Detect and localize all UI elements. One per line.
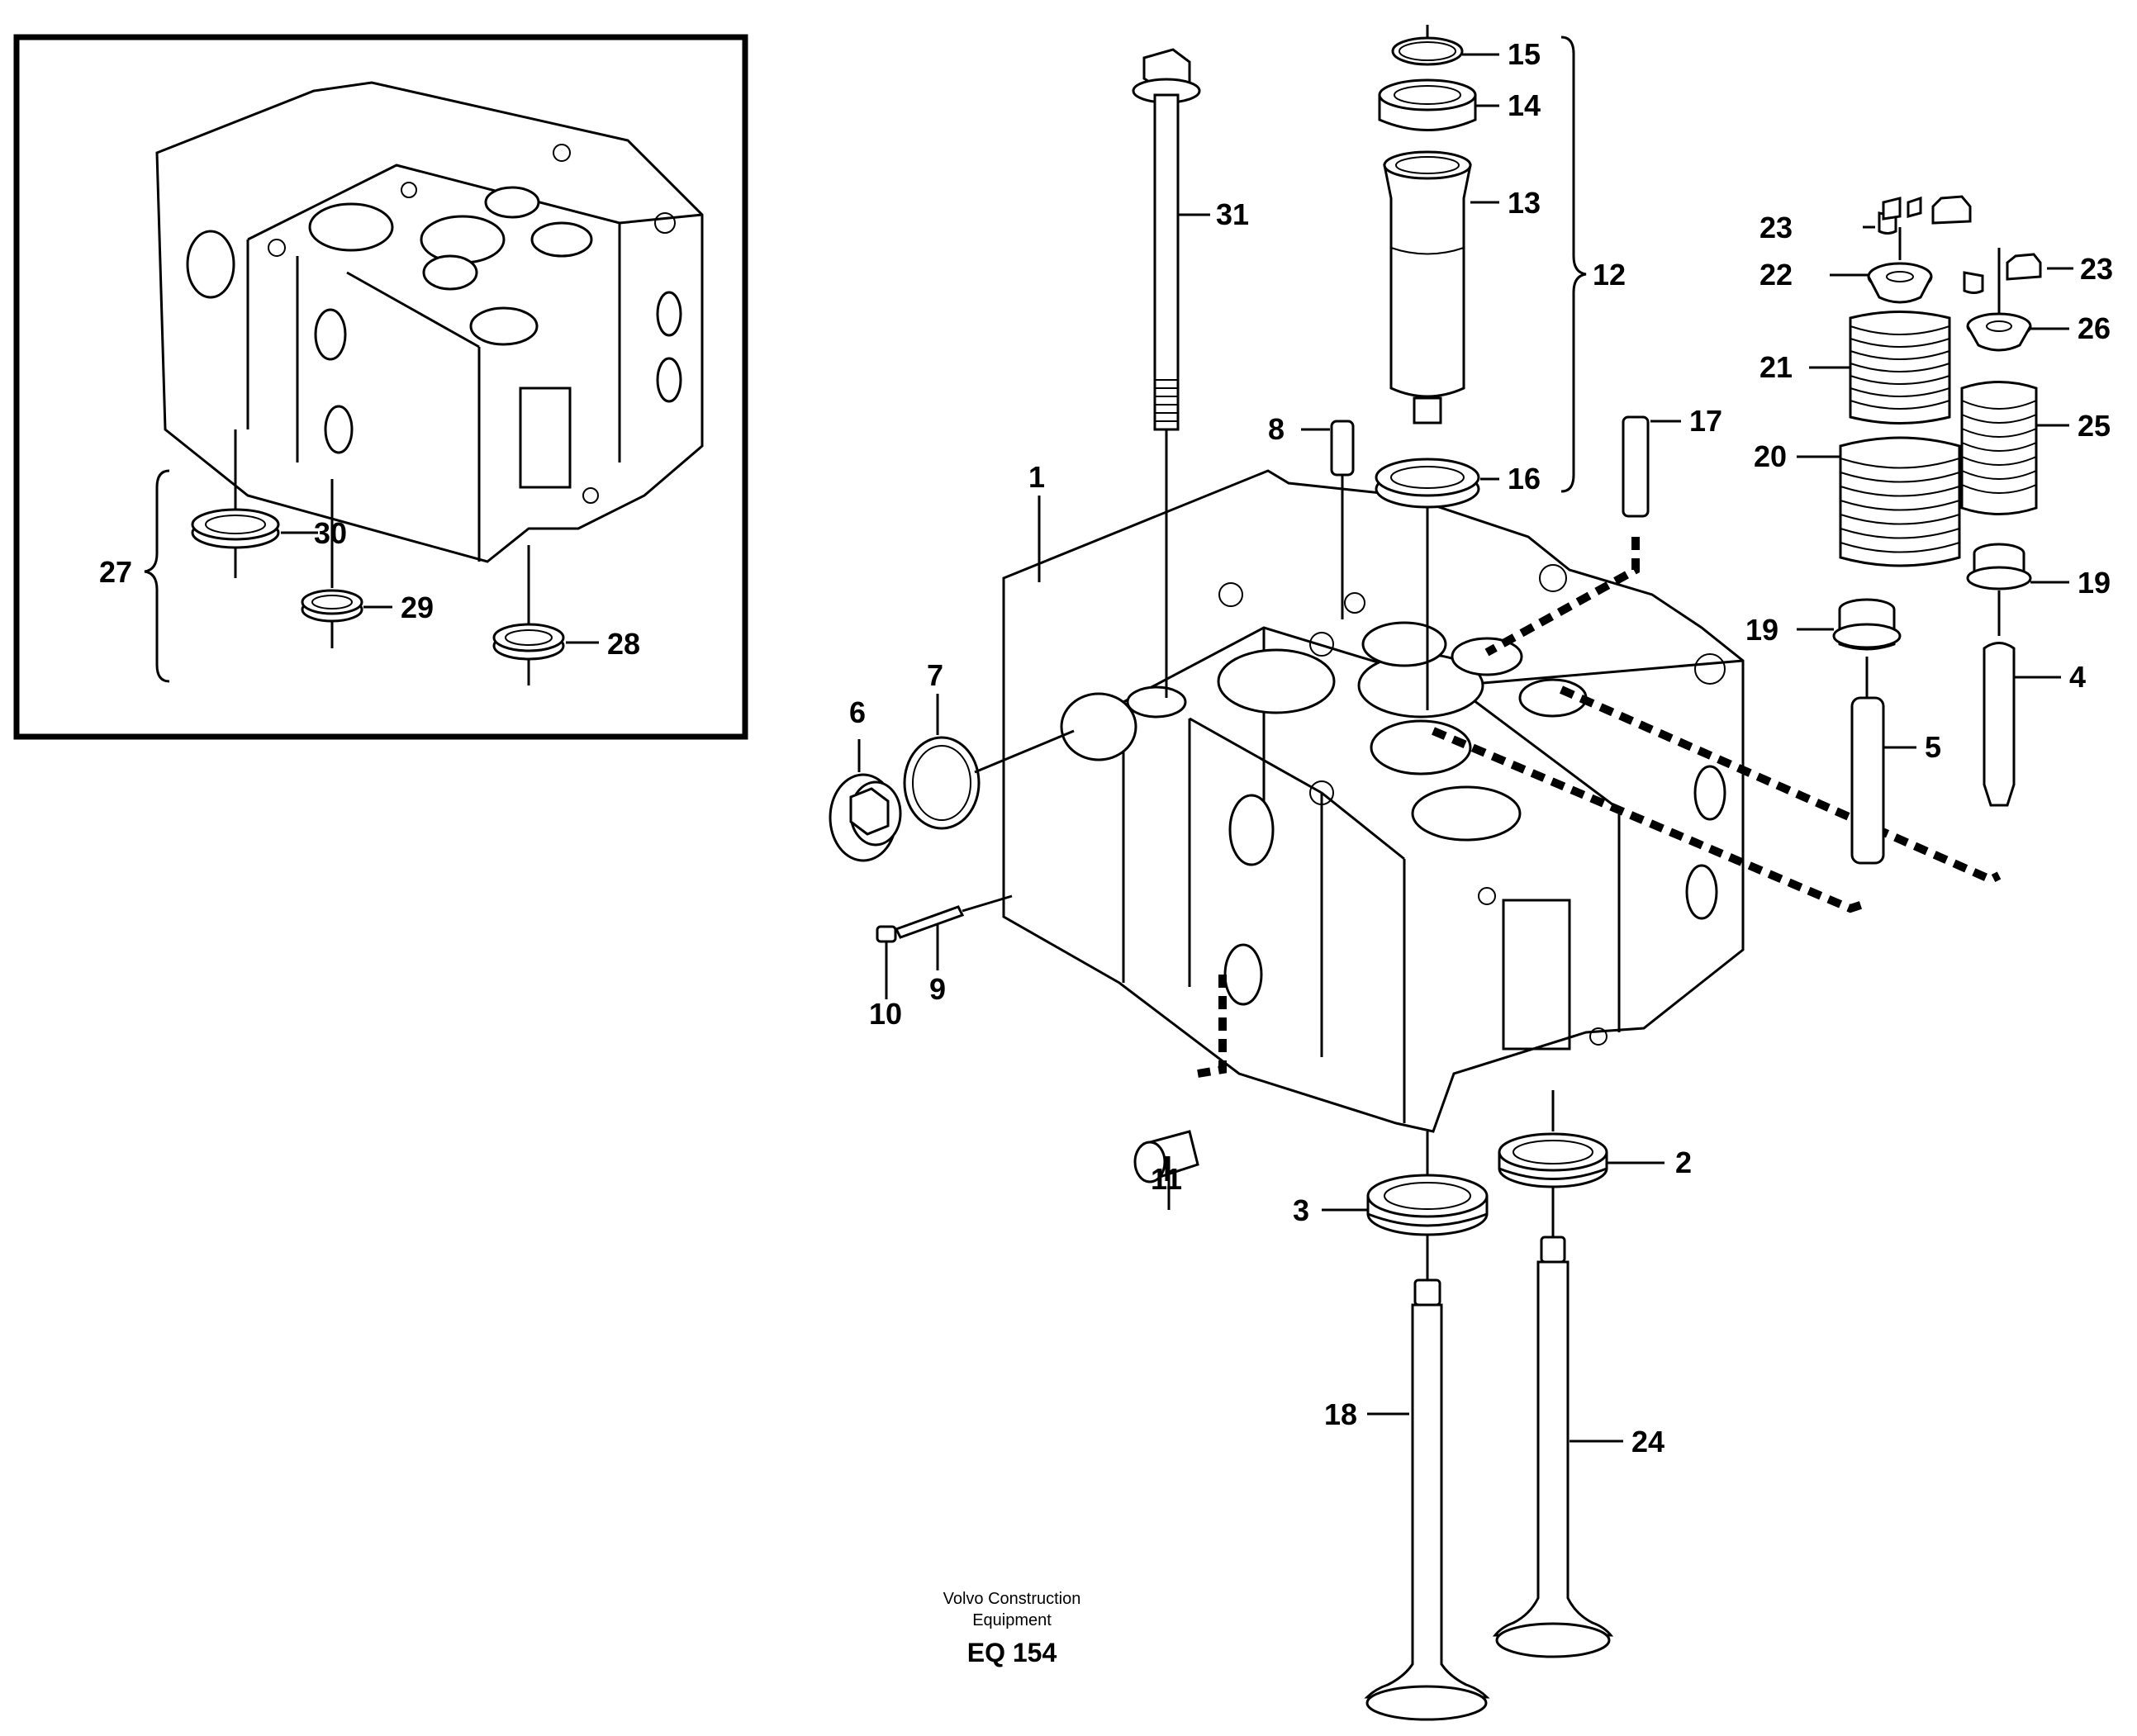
callout-3: 3 (1293, 1193, 1309, 1227)
callout-26: 26 (2078, 311, 2111, 345)
figure-code: EQ 154 (967, 1638, 1057, 1667)
valve-spring-stack-left (1797, 195, 1972, 865)
pin-8 (1301, 420, 1355, 619)
callout-7: 7 (927, 658, 943, 692)
callout-6: 6 (849, 695, 866, 729)
callout-4: 4 (2069, 660, 2086, 694)
valve-seat-3 (1322, 1131, 1489, 1280)
inset-seal-29 (301, 479, 392, 648)
callout-19-left: 19 (1745, 613, 1778, 647)
injector-sleeve-assembly (1375, 25, 1587, 710)
callout-14: 14 (1508, 88, 1541, 122)
pin-9 (894, 894, 1013, 970)
inset-cylinder-head (155, 81, 704, 563)
callout-22: 22 (1759, 258, 1793, 292)
callout-30: 30 (314, 516, 347, 550)
callout-18: 18 (1324, 1397, 1357, 1431)
callout-23-right: 23 (2080, 252, 2113, 286)
plug-6 (829, 739, 902, 862)
callout-9: 9 (929, 972, 946, 1006)
callout-17: 17 (1689, 404, 1722, 438)
bracket-12 (1560, 36, 1587, 493)
callout-1: 1 (1028, 460, 1045, 494)
inset-seal-30 (191, 429, 318, 578)
caption-line-2: Equipment (972, 1611, 1052, 1629)
assembly-dash-lines (1197, 537, 2002, 1078)
callout-10: 10 (869, 997, 902, 1031)
callout-8: 8 (1268, 412, 1285, 446)
cylinder-head-1 (1002, 469, 1745, 1133)
inset-panel: 27 30 29 28 (13, 34, 748, 740)
callout-24: 24 (1631, 1425, 1664, 1459)
callout-5: 5 (1925, 730, 1941, 764)
callout-20: 20 (1754, 439, 1787, 473)
caption-line-1: Volvo Construction (943, 1590, 1081, 1608)
callout-2: 2 (1675, 1145, 1692, 1179)
callout-27: 27 (99, 555, 132, 589)
callout-19-right: 19 (2078, 566, 2111, 600)
callout-28: 28 (607, 627, 640, 661)
valve-24 (1492, 1236, 1623, 1658)
callout-11: 11 (1151, 1162, 1182, 1196)
callout-12: 12 (1593, 258, 1626, 292)
inset-seal-28 (492, 545, 599, 685)
callout-25: 25 (2078, 409, 2111, 443)
callout-labels: 1 2 3 4 5 6 7 8 9 10 11 12 13 14 15 16 1… (849, 37, 2113, 1459)
bolt-31 (1132, 48, 1210, 698)
valve-seat-2 (1498, 1090, 1664, 1239)
pin-10 (876, 925, 897, 999)
callout-15: 15 (1508, 37, 1541, 71)
bracket-27 (144, 469, 170, 683)
callout-21: 21 (1759, 350, 1793, 384)
seal-7 (903, 694, 1075, 830)
callout-31: 31 (1216, 197, 1249, 231)
callout-23-left: 23 (1759, 211, 1793, 244)
valve-18 (1364, 1278, 1490, 1721)
callout-16: 16 (1508, 462, 1541, 496)
callout-13: 13 (1508, 186, 1541, 220)
pin-17 (1622, 415, 1681, 518)
caption: Volvo Construction Equipment EQ 154 (943, 1590, 1081, 1667)
plug-11 (1133, 1130, 1199, 1210)
valve-spring-stack-right (1960, 248, 2073, 807)
callout-29: 29 (401, 591, 434, 624)
